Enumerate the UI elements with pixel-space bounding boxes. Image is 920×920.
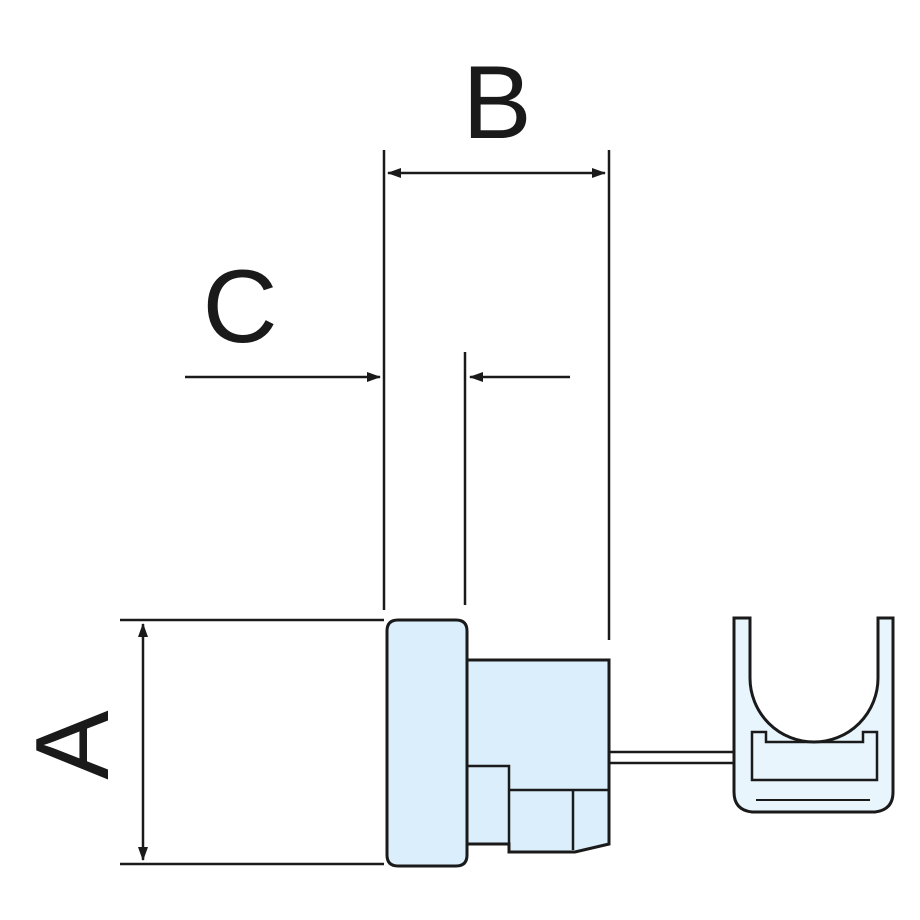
dimension-label-c: C bbox=[202, 249, 277, 365]
dimension-a bbox=[120, 618, 384, 866]
part-body bbox=[385, 618, 611, 868]
connecting-rod bbox=[609, 750, 752, 765]
clip-inner-cradle bbox=[750, 730, 879, 782]
shaft-detail-lines bbox=[467, 764, 609, 852]
part-shaft bbox=[465, 658, 611, 854]
clip-outline bbox=[732, 616, 895, 814]
dimension-label-a: A bbox=[15, 710, 131, 780]
dimension-label-b: B bbox=[462, 45, 531, 161]
dimension-c bbox=[185, 352, 570, 605]
part-head bbox=[385, 618, 469, 868]
dimension-b bbox=[382, 150, 611, 640]
clip-holder bbox=[732, 616, 895, 814]
